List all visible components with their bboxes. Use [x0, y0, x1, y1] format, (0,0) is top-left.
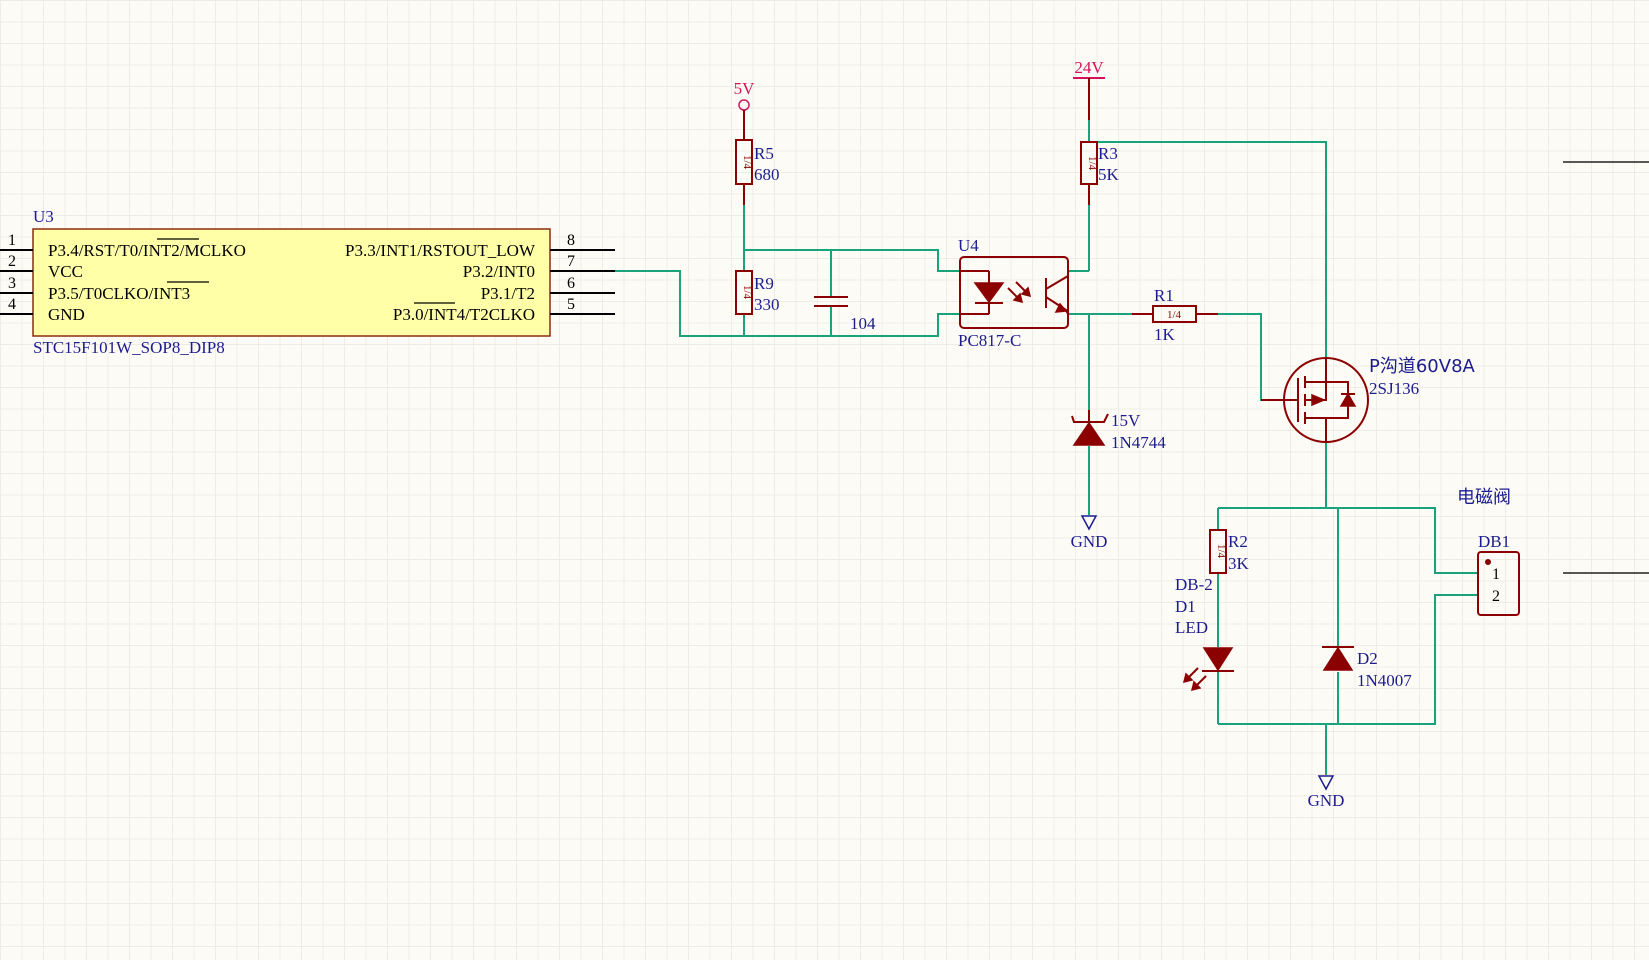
wire-led-anode [744, 249, 960, 272]
r2-rating: 1/4 [1215, 544, 1227, 559]
r1-resistor[interactable]: 1/4 R1 1K [1132, 286, 1218, 344]
power-24v-label: 24V [1074, 58, 1104, 77]
r5-value: 680 [754, 165, 780, 184]
d1-led[interactable]: DB-2 D1 LED [1175, 575, 1234, 692]
u4-part-number: PC817-C [958, 331, 1021, 350]
u3-pin-8-number: 8 [567, 232, 575, 249]
u4-light-arrowhead-2 [1020, 286, 1032, 298]
u3-pin-6-number: 6 [567, 275, 575, 292]
u4-light-arrowhead-1 [1012, 292, 1024, 304]
u3-pin-2-number: 2 [8, 253, 16, 270]
ground-icon [1317, 775, 1335, 791]
c1-capacitor[interactable]: 104 [814, 296, 876, 333]
db1-pin-1: 1 [1492, 566, 1500, 583]
mosfet-arrow-icon [1311, 393, 1326, 407]
u3-part-number: STC15F101W_SOP8_DIP8 [33, 338, 225, 357]
u3-pin-6-name: P3.1/T2 [481, 284, 535, 303]
zener-diode[interactable]: 15V 1N4744 [1071, 410, 1166, 452]
d2-part-number: 1N4007 [1357, 671, 1412, 690]
valve-title: 电磁阀 [1457, 487, 1511, 508]
wire-drain-bus-to-db1-1 [1218, 507, 1478, 574]
d2-diode[interactable]: D2 1N4007 [1322, 646, 1412, 690]
d1-light-arrowhead-1 [1182, 672, 1194, 684]
power-5v-label: 5V [734, 79, 756, 98]
mosfet-part-number: 2SJ136 [1369, 379, 1419, 398]
d2-designator: D2 [1357, 649, 1378, 668]
db1-body [1477, 551, 1520, 616]
d1-footprint: DB-2 [1175, 575, 1213, 594]
r9-value: 330 [754, 295, 780, 314]
db1-pin-2: 2 [1492, 588, 1500, 605]
wires [615, 120, 1478, 775]
db1-designator: DB1 [1478, 532, 1510, 551]
u4-body [959, 256, 1069, 329]
u3-pin-5-name: P3.0/INT4/T2CLKO [393, 305, 535, 324]
u4-led-icon [973, 282, 1005, 304]
u3-pin-1-number: 1 [8, 232, 16, 249]
power-5v-symbol [738, 99, 750, 111]
gnd-symbol-2[interactable]: GND [1308, 775, 1345, 810]
ground-icon [1080, 515, 1098, 531]
r9-designator: R9 [754, 274, 774, 293]
db1-connector[interactable]: 电磁阀 DB1 1 2 [1457, 487, 1520, 616]
r5-resistor[interactable]: 1/4 R5 680 [735, 139, 780, 205]
r3-designator: R3 [1098, 144, 1118, 163]
r2-resistor[interactable]: 1/4 R2 3K [1209, 529, 1250, 574]
u4-designator: U4 [958, 236, 979, 255]
wire-r1-to-gate [1218, 313, 1283, 401]
r9-resistor[interactable]: 1/4 R9 330 [735, 270, 780, 315]
r9-rating: 1/4 [741, 285, 753, 300]
d1-part: LED [1175, 618, 1208, 637]
mosfet-body-diode-icon [1339, 392, 1357, 407]
mosfet-q1[interactable]: P沟道60V8A 2SJ136 [1261, 356, 1476, 443]
d1-light-arrowhead-2 [1190, 680, 1202, 692]
power-5v[interactable]: 5V [734, 79, 756, 140]
wire-p32-to-led-cathode [615, 270, 960, 337]
u3-pin-7-number: 7 [567, 253, 575, 270]
u3-pin-3-name: P3.5/T0CLKO/INT3 [48, 284, 190, 303]
gnd-label-1: GND [1071, 532, 1108, 551]
gnd-symbol-1[interactable]: GND [1071, 515, 1108, 551]
u3-pin-3-number: 3 [8, 275, 16, 292]
zener-part-number: 1N4744 [1111, 433, 1166, 452]
u3-pin-8-name: P3.3/INT1/RSTOUT_LOW [345, 241, 536, 260]
db1-pin1-marker [1485, 559, 1491, 565]
wire-gnd-bus-to-db1-2 [1218, 594, 1478, 725]
r3-resistor[interactable]: 1/4 R3 5K [1080, 141, 1120, 205]
wire-24v-to-mosfet-source [1089, 141, 1327, 378]
u4-emitter-arrow-icon [1054, 302, 1068, 313]
d1-designator: D1 [1175, 597, 1196, 616]
power-24v[interactable]: 24V [1073, 58, 1105, 120]
r5-rating: 1/4 [741, 155, 753, 170]
gnd-label-2: GND [1308, 791, 1345, 810]
r5-designator: R5 [754, 144, 774, 163]
u3-pin-2-name: VCC [48, 262, 83, 281]
u3-pin-1-name: P3.4/RST/T0/INT2/MCLKO [48, 241, 246, 260]
zener-icon [1072, 421, 1106, 446]
u4-optocoupler[interactable]: U4 PC817-C [958, 236, 1069, 350]
mosfet-value: P沟道60V8A [1369, 356, 1476, 377]
c1-value: 104 [850, 314, 876, 333]
u3-body [32, 228, 551, 337]
r1-value: 1K [1154, 325, 1176, 344]
r2-value: 3K [1228, 554, 1250, 573]
u3-pin-7-name: P3.2/INT0 [463, 262, 535, 281]
r3-rating: 1/4 [1086, 156, 1098, 171]
r3-value: 5K [1098, 165, 1120, 184]
u3-mcu[interactable]: U3 STC15F101W_SOP8_DIP8 1 2 3 4 P3.4/RST… [0, 207, 615, 357]
r2-body [1209, 529, 1227, 574]
u3-designator: U3 [33, 207, 54, 226]
zener-value: 15V [1111, 411, 1141, 430]
r9-body [735, 270, 753, 315]
u3-pin-4-name: GND [48, 305, 85, 324]
d2-diode-icon [1322, 646, 1354, 671]
d1-led-icon [1202, 647, 1234, 672]
r1-designator: R1 [1154, 286, 1174, 305]
u3-pin-4-number: 4 [8, 296, 16, 313]
r1-rating: 1/4 [1167, 309, 1182, 321]
r2-designator: R2 [1228, 532, 1248, 551]
u3-pin-5-number: 5 [567, 296, 575, 313]
u4-collector [1045, 271, 1069, 290]
